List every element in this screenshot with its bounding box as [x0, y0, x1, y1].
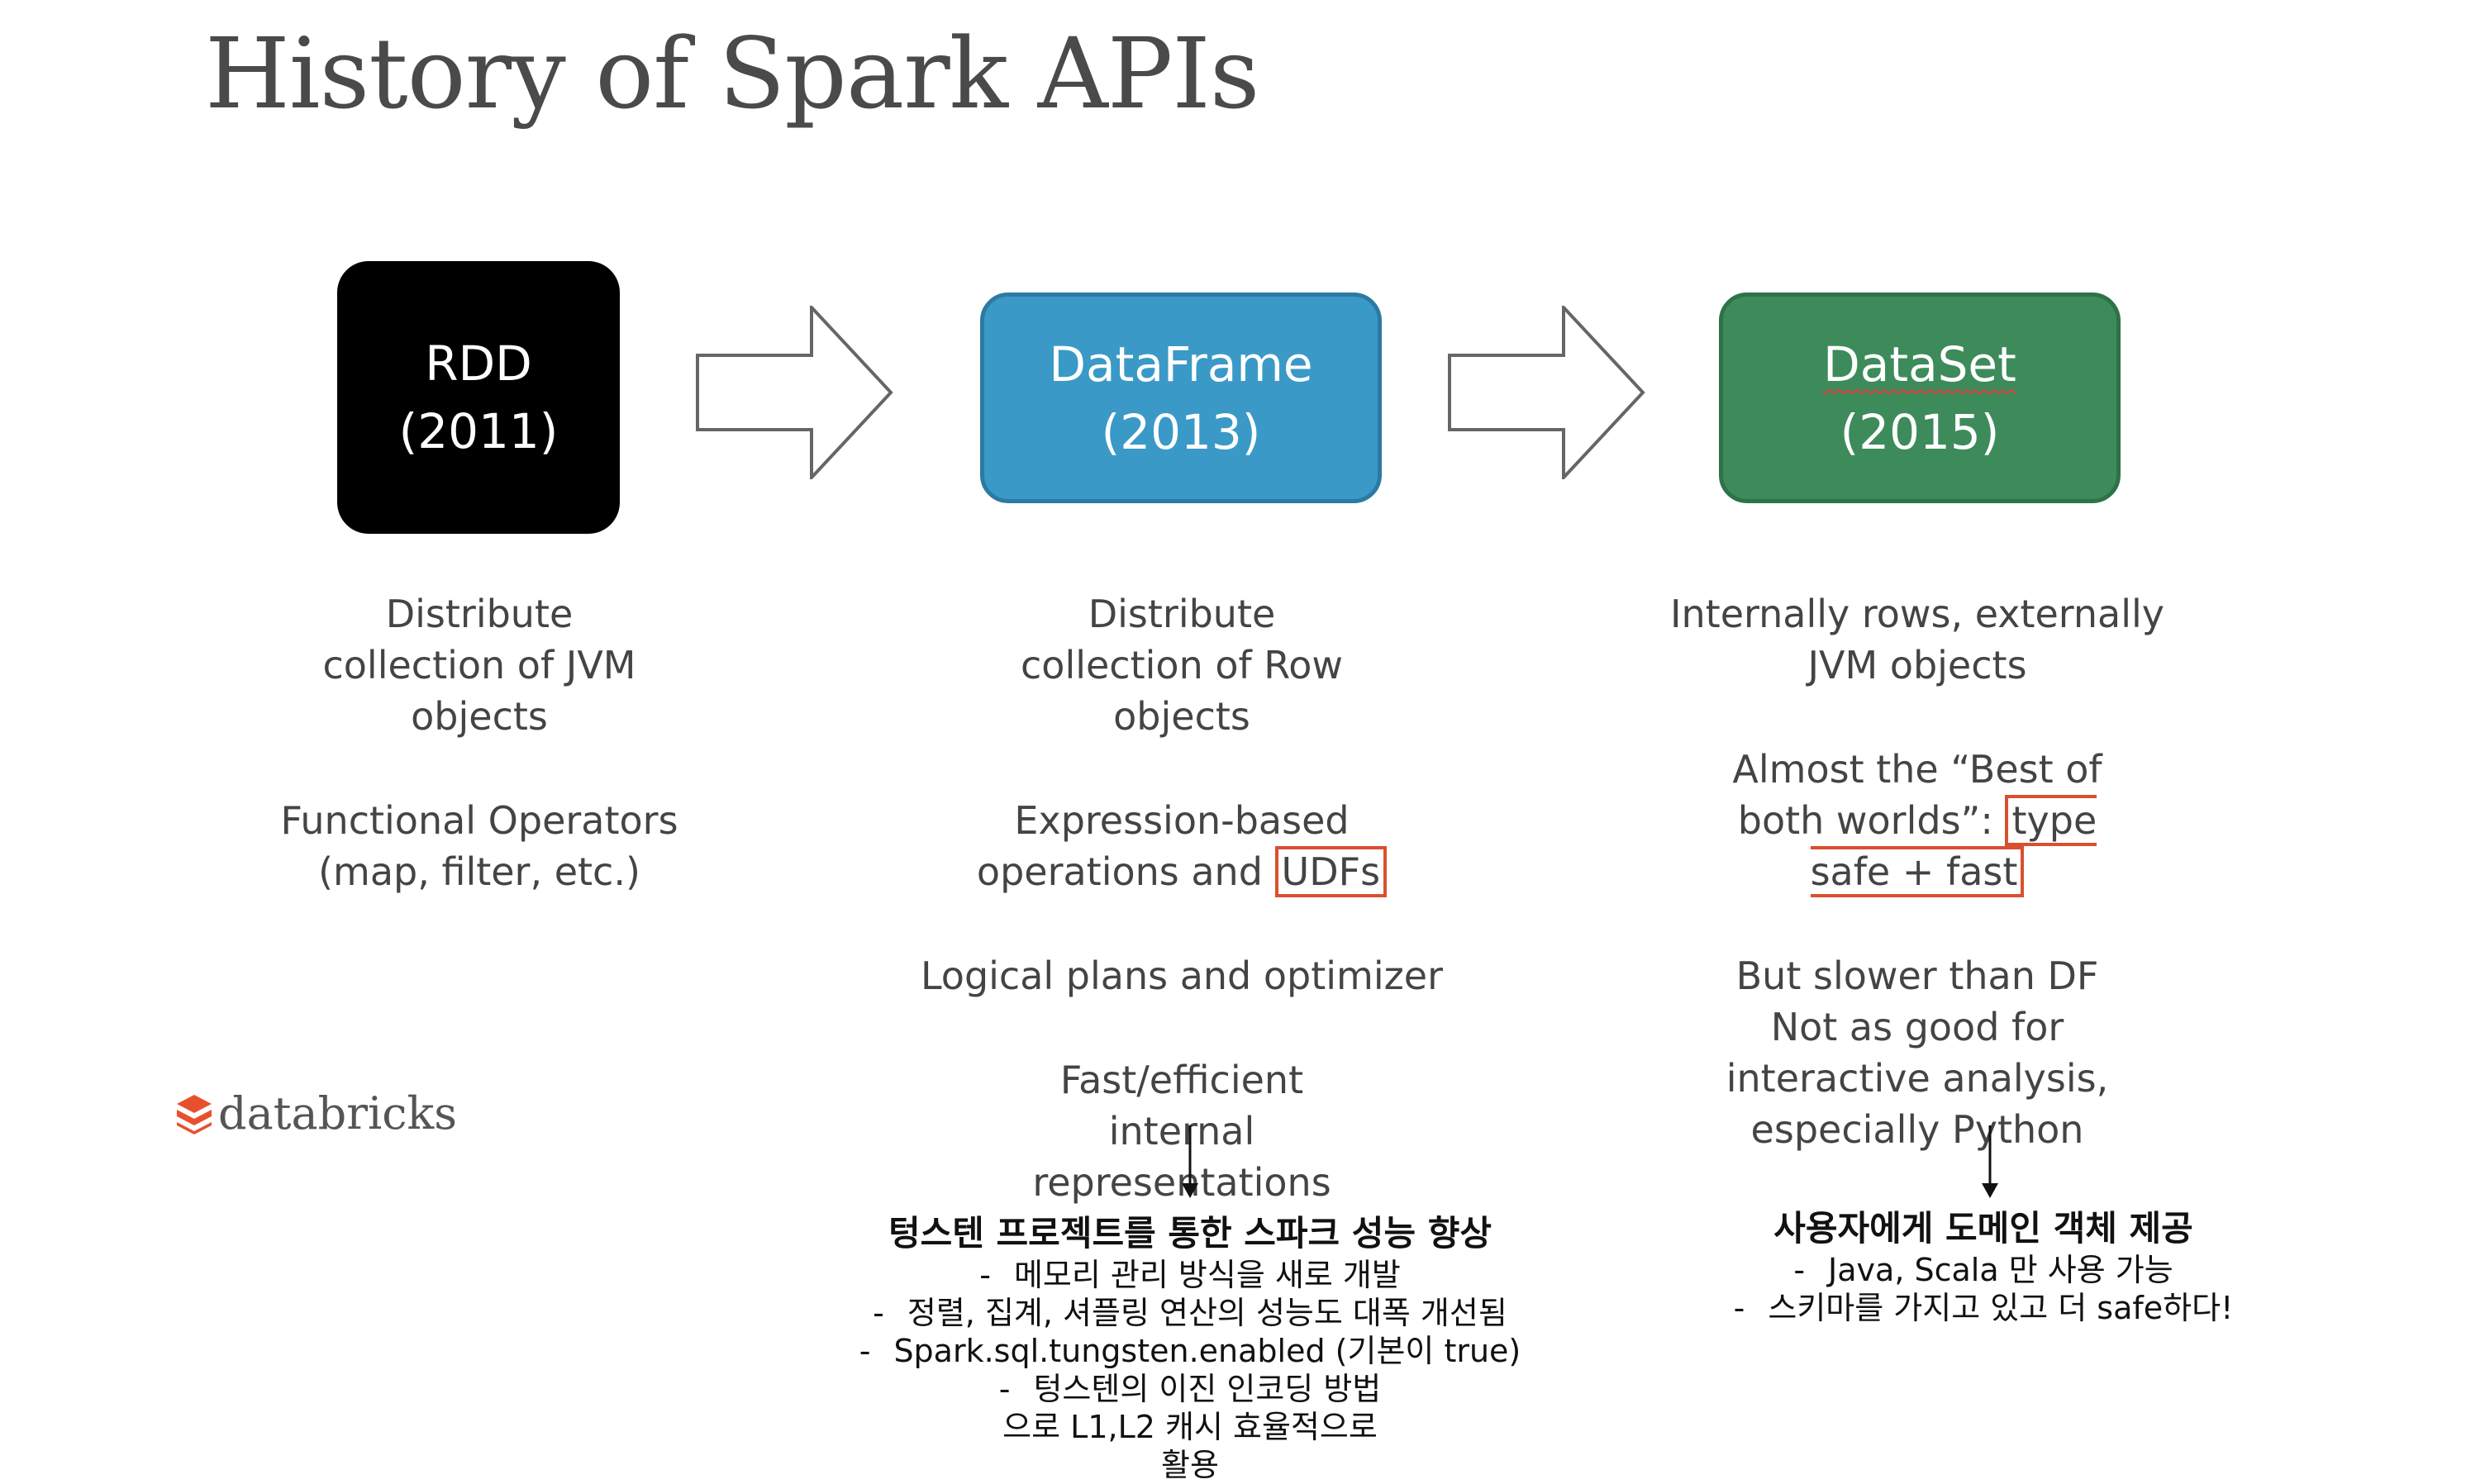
tungsten-note-item: -Spark.sql.tungsten.enabled (기본이 true) — [859, 1333, 1521, 1369]
databricks-logo-text: databricks — [218, 1087, 457, 1139]
dataframe-box-year: (2013) — [1101, 403, 1261, 460]
tungsten-note-item: -정렬, 집계, 셔플링 연산의 성능도 대폭 개선됨 — [873, 1295, 1507, 1331]
dataset-note-item-text: 스키마를 가지고 있고 더 safe하다! — [1768, 1290, 2234, 1326]
dataset-desc-slower-line1: But slower than DF — [1735, 954, 2099, 998]
dataset-note-title: 사용자에게 도메인 객체 제공 — [1773, 1208, 2193, 1249]
down-arrow-icon — [1182, 1125, 1198, 1198]
dataset-note: 사용자에게 도메인 객체 제공 -Java, Scala 만 사용 가능 -스키… — [1686, 1206, 2281, 1327]
dataframe-description: Distribute collection of Row objects Exp… — [851, 588, 1512, 1261]
dataframe-desc-representations: Fast/efficient internal representations — [1032, 1058, 1331, 1205]
dataset-note-item: -Java, Scala 만 사용 가능 — [1793, 1252, 2173, 1288]
udfs-highlight: UDFs — [1274, 846, 1388, 897]
dataset-box-year: (2015) — [1840, 403, 2000, 460]
dataset-box-name: DataSet — [1823, 335, 2016, 392]
databricks-logo-icon — [177, 1094, 212, 1134]
tungsten-note-item-text: 텅스텐의 이진 인코딩 방법으로 L1,L2 캐시 효율적으로 활용 — [1002, 1371, 1382, 1483]
dataframe-desc-expressions-text: Expression-based operations and — [976, 798, 1350, 894]
dataset-desc-rows: Internally rows, externally JVM objects — [1669, 592, 2165, 687]
dataset-desc-slower-line2: Not as good for interactive analysis, es… — [1726, 1005, 2109, 1152]
tungsten-note-item: -텅스텐의 이진 인코딩 방법으로 L1,L2 캐시 효율적으로 활용 — [998, 1371, 1382, 1483]
rdd-desc-operators: Functional Operators (map, filter, etc.) — [280, 798, 678, 894]
dataframe-box-name: DataFrame — [1049, 335, 1313, 392]
tungsten-note-item-text: 정렬, 집계, 셔플링 연산의 성능도 대폭 개선됨 — [907, 1295, 1507, 1331]
dataframe-desc-expressions: Expression-based operations and UDFs — [851, 795, 1512, 897]
dataset-desc-slower: But slower than DF Not as good for inter… — [1587, 950, 2248, 1155]
dataset-desc-best-of-both-text: Almost the “Best of both worlds”: — [1732, 747, 2102, 843]
tungsten-note: 텅스텐 프로젝트를 통한 스파크 성능 향상 -메모리 관리 방식을 새로 개발… — [826, 1211, 1554, 1484]
tungsten-note-item: -메모리 관리 방식을 새로 개발 — [979, 1257, 1401, 1293]
dataset-desc-best-of-both: Almost the “Best of both worlds”: type s… — [1587, 744, 2248, 897]
rdd-box-year: (2011) — [398, 403, 559, 459]
databricks-logo: databricks — [175, 1087, 457, 1139]
dataset-note-item: -스키마를 가지고 있고 더 safe하다! — [1733, 1290, 2234, 1326]
down-arrow-icon — [1982, 1125, 1998, 1198]
dataset-description: Internally rows, externally JVM objects … — [1587, 588, 2248, 1208]
rdd-box: RDD (2011) — [337, 261, 620, 534]
tungsten-note-item-text: Spark.sql.tungsten.enabled (기본이 true) — [893, 1333, 1521, 1369]
right-arrow-icon — [696, 306, 893, 479]
rdd-desc-collection: Distribute collection of JVM objects — [322, 592, 636, 739]
dataframe-box: DataFrame (2013) — [980, 293, 1382, 503]
dataframe-desc-collection: Distribute collection of Row objects — [1021, 592, 1343, 739]
tungsten-note-item-text: 메모리 관리 방식을 새로 개발 — [1013, 1257, 1401, 1293]
dataframe-desc-optimizer: Logical plans and optimizer — [920, 954, 1443, 998]
type-safe-fast-highlight: type safe + fast — [1810, 795, 2097, 897]
tungsten-note-title: 텅스텐 프로젝트를 통한 스파크 성능 향상 — [888, 1213, 1492, 1253]
page-title: History of Spark APIs — [205, 17, 1259, 131]
rdd-box-name: RDD — [425, 335, 532, 392]
right-arrow-icon — [1448, 306, 1645, 479]
dataset-note-item-text: Java, Scala 만 사용 가능 — [1828, 1252, 2173, 1288]
rdd-description: Distribute collection of JVM objects Fun… — [149, 588, 810, 950]
dataset-box: DataSet (2015) — [1719, 293, 2121, 503]
